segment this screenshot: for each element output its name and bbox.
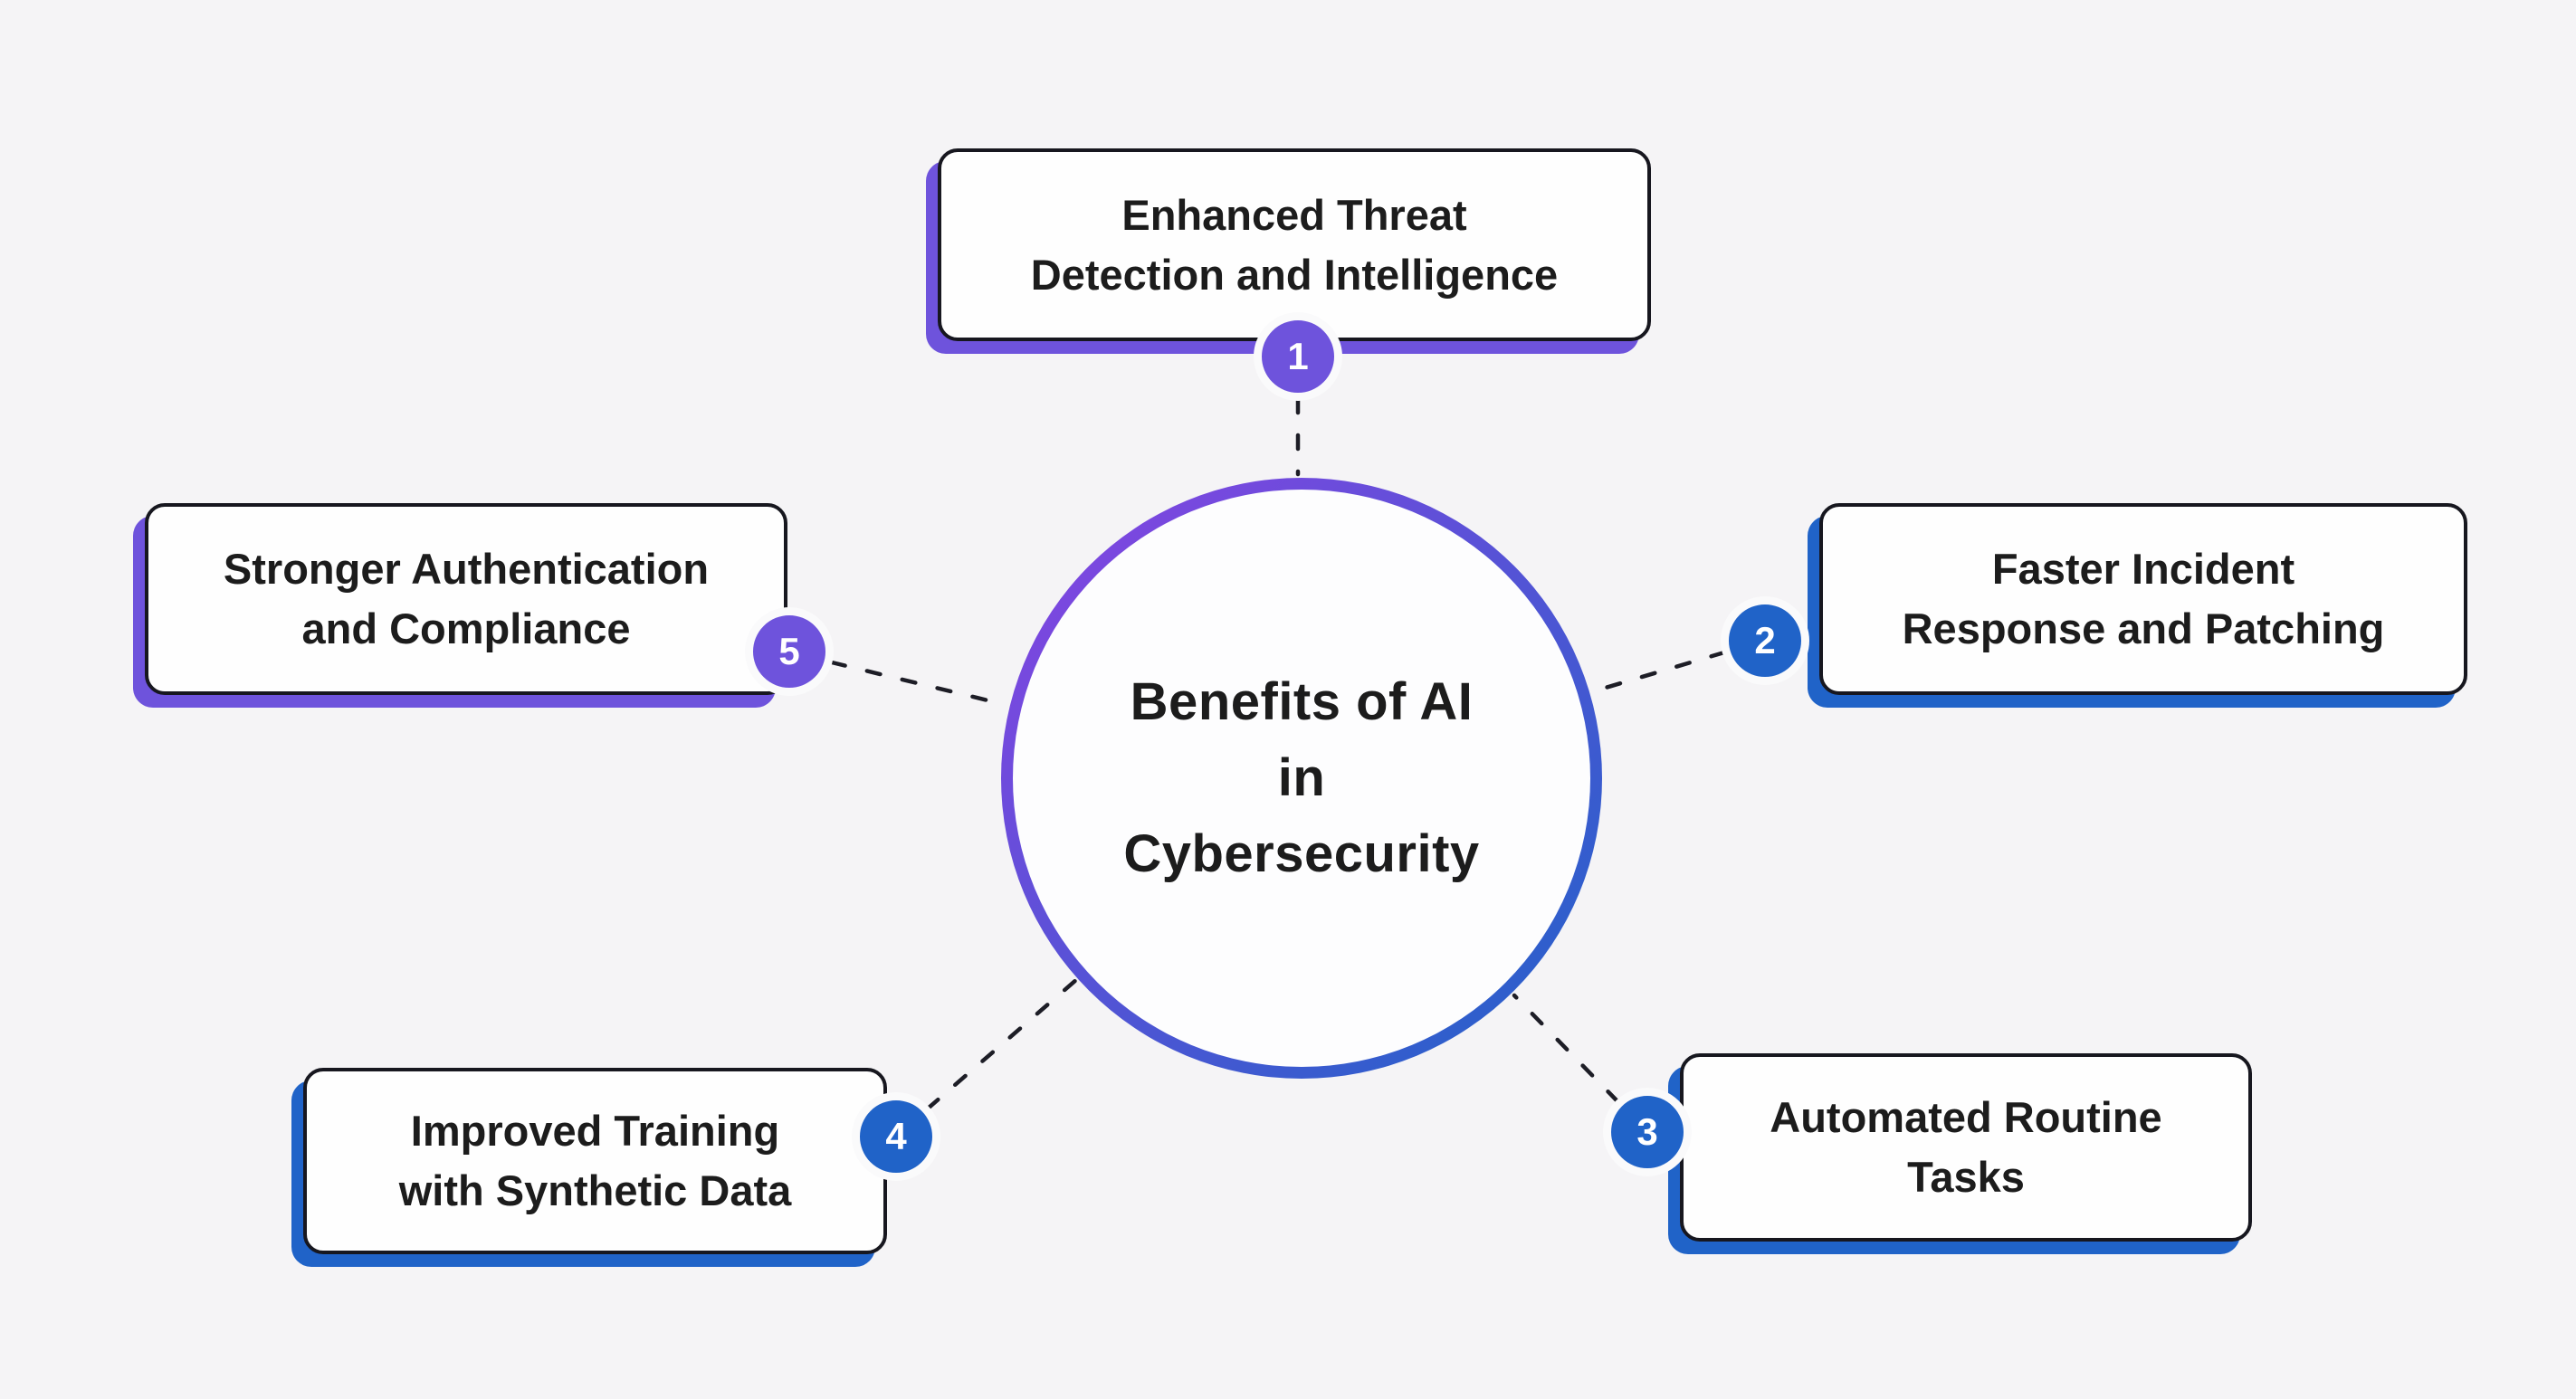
connector-badge5-circle bbox=[829, 660, 1009, 708]
benefit-label: Faster Incident bbox=[1991, 545, 2295, 593]
benefit-box-enhanced-threat-detection: Enhanced Threat Detection and Intelligen… bbox=[938, 148, 1651, 341]
benefit-label: Tasks bbox=[1907, 1153, 2025, 1201]
benefit-label: and Compliance bbox=[301, 604, 631, 652]
number-badge-1: 1 bbox=[1254, 312, 1342, 401]
benefit-label: with Synthetic Data bbox=[398, 1166, 792, 1214]
number-badge-5: 5 bbox=[745, 607, 834, 696]
benefit-box-stronger-authentication: Stronger Authentication and Compliance bbox=[145, 503, 787, 695]
central-title-line: Cybersecurity bbox=[1123, 824, 1480, 883]
connector-badge2-circle bbox=[1597, 650, 1727, 692]
benefit-label: Automated Routine bbox=[1770, 1093, 2162, 1141]
benefit-box-automated-routine-tasks: Automated Routine Tasks bbox=[1680, 1053, 2252, 1242]
benefit-label: Detection and Intelligence bbox=[1030, 250, 1559, 299]
benefit-box-faster-incident-response: Faster Incident Response and Patching bbox=[1819, 503, 2467, 695]
benefit-box-improved-training: Improved Training with Synthetic Data bbox=[303, 1068, 887, 1254]
number-badge-4: 4 bbox=[852, 1092, 940, 1181]
benefit-label: Stronger Authentication bbox=[223, 545, 710, 593]
central-title-line: Benefits of AI bbox=[1130, 672, 1474, 731]
connector-badge3-circle bbox=[1512, 993, 1620, 1104]
connector-badge4-circle bbox=[925, 976, 1080, 1111]
benefit-label: Response and Patching bbox=[1902, 604, 2385, 652]
number-badge-3: 3 bbox=[1603, 1088, 1692, 1176]
central-title-line: in bbox=[1277, 748, 1326, 807]
benefit-label: Enhanced Threat bbox=[1121, 190, 1467, 239]
central-topic-circle: Benefits of AI in Cybersecurity bbox=[1001, 478, 1602, 1079]
number-badge-2: 2 bbox=[1721, 596, 1809, 685]
benefit-label: Improved Training bbox=[410, 1107, 780, 1155]
